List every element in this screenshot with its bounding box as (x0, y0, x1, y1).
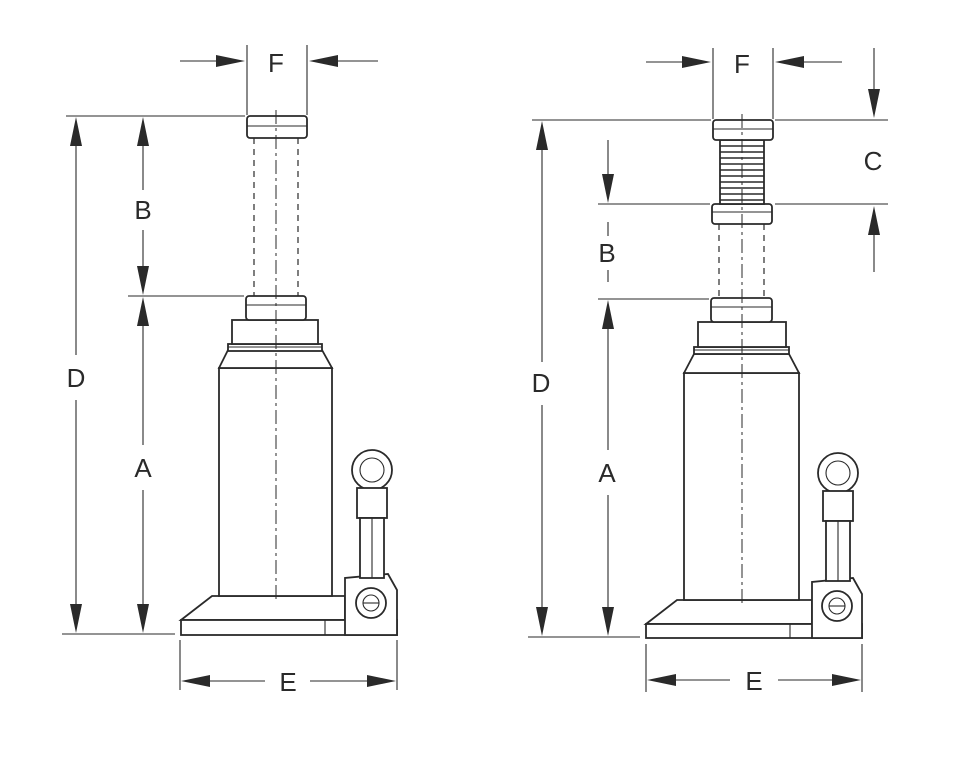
right-label-d: D (532, 368, 551, 398)
right-label-e: E (745, 666, 762, 696)
left-dimension-lines (62, 45, 398, 690)
left-label-a: A (134, 453, 152, 483)
right-jack: F C B D A E (528, 48, 888, 696)
left-jack-saddle (246, 115, 308, 139)
right-jack-saddle (712, 119, 774, 141)
left-label-b: B (134, 195, 151, 225)
right-label-c: C (864, 146, 883, 176)
left-jack-base (178, 573, 398, 636)
right-label-f: F (734, 49, 750, 79)
left-jack-extended-ram (253, 138, 299, 296)
left-jack-pump (351, 449, 393, 619)
right-jack-extended-ram (718, 224, 765, 298)
right-dimension-arrows (536, 56, 880, 686)
left-label-e: E (279, 667, 296, 697)
left-label-d: D (67, 363, 86, 393)
left-dimension-arrows (70, 55, 396, 687)
right-label-b: B (598, 238, 615, 268)
left-label-f: F (268, 48, 284, 78)
right-jack-pump (817, 452, 859, 622)
left-jack-cylinder (217, 319, 334, 597)
right-label-a: A (598, 458, 616, 488)
left-jack: F B D A E (62, 45, 398, 697)
